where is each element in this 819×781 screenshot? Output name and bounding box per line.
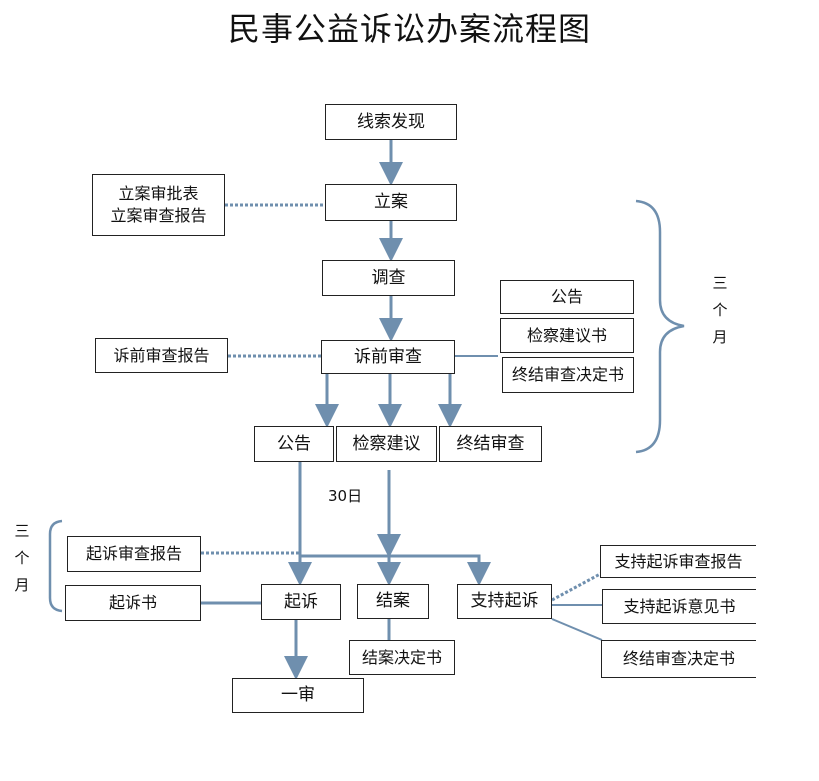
label-three-months-right-3: 月 bbox=[712, 328, 728, 346]
label-three-months-right-2: 个 bbox=[712, 301, 728, 319]
node-announce: 公告 bbox=[254, 426, 334, 462]
node-clue-discovery: 线索发现 bbox=[325, 104, 457, 140]
node-investigation: 调查 bbox=[322, 260, 455, 296]
node-sue-review-report: 起诉审查报告 bbox=[67, 536, 201, 572]
node-closing-review-doc: 终结审查决定书 bbox=[502, 357, 634, 393]
label-three-months-left-3: 月 bbox=[14, 576, 30, 594]
label-three-months-right: 三 个 月 bbox=[711, 276, 729, 357]
node-closing-review: 终结审查 bbox=[439, 426, 542, 462]
connector-support-closing bbox=[551, 618, 603, 641]
diagram-title: 民事公益诉讼办案流程图 bbox=[227, 10, 591, 48]
node-close-decision: 结案决定书 bbox=[349, 640, 455, 675]
node-closing-decision-right: 终结审查决定书 bbox=[601, 640, 756, 678]
node-filing: 立案 bbox=[325, 184, 457, 221]
node-procuratorial-advice: 检察建议 bbox=[336, 426, 437, 462]
node-first-instance: 一审 bbox=[232, 678, 364, 713]
dotted-support-report bbox=[551, 571, 603, 602]
node-sue: 起诉 bbox=[261, 584, 341, 620]
node-support-review-report: 支持起诉审查报告 bbox=[600, 545, 756, 578]
node-announce-doc: 公告 bbox=[500, 280, 634, 314]
node-support-sue: 支持起诉 bbox=[457, 584, 552, 619]
arrow-to-support-sue bbox=[300, 554, 491, 586]
label-three-months-left: 三 个 月 bbox=[13, 524, 31, 605]
label-three-months-right-1: 三 bbox=[712, 274, 728, 292]
bracket-left bbox=[48, 519, 63, 613]
node-close-case: 结案 bbox=[357, 584, 429, 619]
node-filing-docs: 立案审批表 立案审查报告 bbox=[92, 174, 225, 236]
node-procuratorial-doc: 检察建议书 bbox=[500, 318, 634, 353]
node-indictment: 起诉书 bbox=[65, 585, 201, 621]
label-three-months-left-1: 三 bbox=[14, 522, 30, 540]
label-thirty-days: 30日 bbox=[328, 487, 363, 505]
node-support-opinion: 支持起诉意见书 bbox=[602, 589, 756, 624]
node-pre-review: 诉前审查 bbox=[321, 340, 455, 374]
brace-right bbox=[635, 199, 685, 454]
label-three-months-left-2: 个 bbox=[14, 549, 30, 567]
node-pre-review-report: 诉前审查报告 bbox=[95, 338, 228, 373]
